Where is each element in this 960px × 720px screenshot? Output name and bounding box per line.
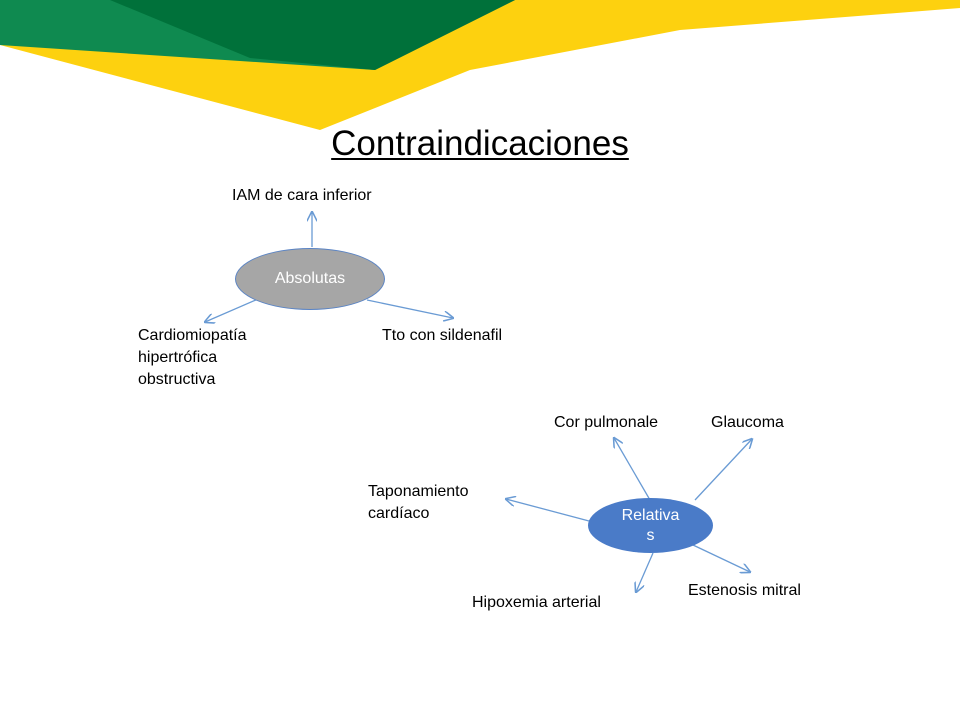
arrow-relativas-to-glaucoma — [694, 439, 752, 501]
label-cor-pulmonale: Cor pulmonale — [554, 414, 659, 431]
label-taponamiento-cardiaco: Taponamiento cardíaco — [368, 483, 469, 522]
label-cardiomiopatia: Cardiomiopatía hipertrófica obstructiva — [138, 327, 247, 388]
label-hipoxemia-arterial: Hipoxemia arterial — [472, 594, 601, 611]
arrow-relativas-to-taponamiento — [506, 499, 590, 522]
label-iam-cara-inferior: IAM de cara inferior — [232, 187, 372, 204]
arrow-relativas-to-hipoxemia — [636, 552, 654, 592]
node-relativas: Relativa s — [588, 498, 713, 553]
label-estenosis-mitral: Estenosis mitral — [688, 582, 801, 599]
label-sildenafil: Tto con sildenafil — [382, 327, 503, 344]
header-green-band-dark — [110, 0, 515, 70]
arrow-relativas-to-cor-pulmonale — [614, 438, 651, 501]
label-glaucoma: Glaucoma — [711, 414, 784, 431]
arrow-absolutas-to-sildenafil — [366, 299, 453, 318]
arrow-relativas-to-estenosis — [692, 544, 750, 572]
arrow-absolutas-to-cardiomiopatia — [205, 298, 259, 322]
page-title: Contraindicaciones — [331, 124, 629, 163]
header-decoration — [0, 0, 960, 130]
node-absolutas: Absolutas — [235, 248, 385, 310]
